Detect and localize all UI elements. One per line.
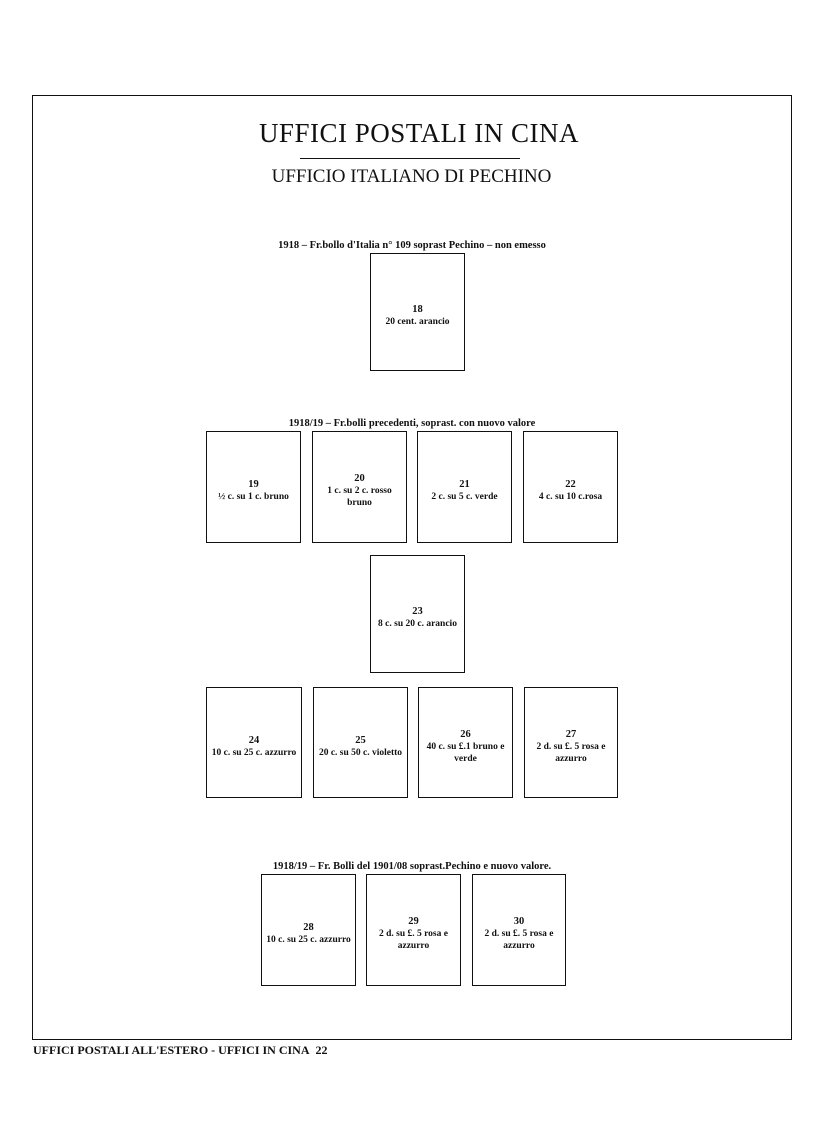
stamp-number: 23	[412, 606, 423, 617]
stamp-description: 1 c. su 2 c. rosso bruno	[327, 486, 392, 508]
stamp-number: 26	[460, 728, 471, 740]
stamp-space: 20 1 c. su 2 c. rosso bruno	[312, 431, 407, 543]
section-caption: 1918/19 – Fr. Bolli del 1901/08 soprast.…	[272, 861, 552, 872]
stamp-description: 2 d. su £. 5 rosa e azzurro	[379, 929, 448, 951]
title-divider	[300, 158, 520, 159]
stamp-space: 28 10 c. su 25 c. azzurro	[261, 874, 356, 986]
stamp-space: 22 4 c. su 10 c.rosa	[523, 431, 618, 543]
stamp-description: 20 c. su 50 c. violetto	[318, 747, 403, 758]
stamp-number: 25	[355, 734, 366, 746]
page-frame	[32, 95, 792, 1040]
stamp-description: 40 c. su £.1 bruno e verde	[426, 741, 505, 764]
stamp-description: 2 d. su £. 5 rosa e azzurro	[484, 929, 554, 951]
stamp-description: 10 c. su 25 c. azzurro	[266, 935, 351, 945]
page-footer: UFFICI POSTALI ALL'ESTERO - UFFICI IN CI…	[33, 1043, 328, 1058]
stamp-number: 22	[565, 479, 576, 490]
stamp-space: 21 2 c. su 5 c. verde	[417, 431, 512, 543]
stamp-number: 21	[459, 479, 470, 490]
stamp-space: 19 ½ c. su 1 c. bruno	[206, 431, 301, 543]
stamp-number: 28	[303, 922, 314, 933]
section-caption: 1918/19 – Fr.bolli precedenti, soprast. …	[288, 418, 536, 429]
page-number: 22	[315, 1043, 328, 1057]
stamp-space: 18 20 cent. arancio	[370, 253, 465, 371]
page-subtitle: UFFICIO ITALIANO DI PECHINO	[271, 166, 552, 187]
stamp-number: 18	[412, 304, 423, 315]
stamp-description: 20 cent. arancio	[385, 317, 450, 327]
stamp-space: 23 8 c. su 20 c. arancio	[370, 555, 465, 673]
stamp-number: 30	[513, 916, 525, 927]
stamp-description: 8 c. su 20 c. arancio	[378, 619, 457, 629]
stamp-space: 29 2 d. su £. 5 rosa e azzurro	[366, 874, 461, 986]
section-caption: 1918 – Fr.bollo d'Italia n° 109 soprast …	[278, 240, 546, 251]
page-title: UFFICI POSTALI IN CINA	[258, 118, 580, 148]
stamp-number: 29	[408, 916, 419, 927]
stamp-description: 4 c. su 10 c.rosa	[538, 492, 603, 502]
footer-text: UFFICI POSTALI ALL'ESTERO - UFFICI IN CI…	[33, 1043, 310, 1057]
stamp-number: 24	[248, 734, 260, 746]
stamp-number: 27	[565, 728, 577, 740]
stamp-description: 2 d. su £. 5 rosa e azzurro	[536, 741, 606, 764]
stamp-description: 2 c. su 5 c. verde	[431, 492, 498, 502]
stamp-space: 30 2 d. su £. 5 rosa e azzurro	[472, 874, 566, 986]
stamp-number: 19	[248, 479, 259, 490]
stamp-number: 20	[354, 473, 365, 484]
stamp-description: ½ c. su 1 c. bruno	[218, 492, 289, 502]
stamp-description: 10 c. su 25 c. azzurro	[211, 747, 297, 758]
